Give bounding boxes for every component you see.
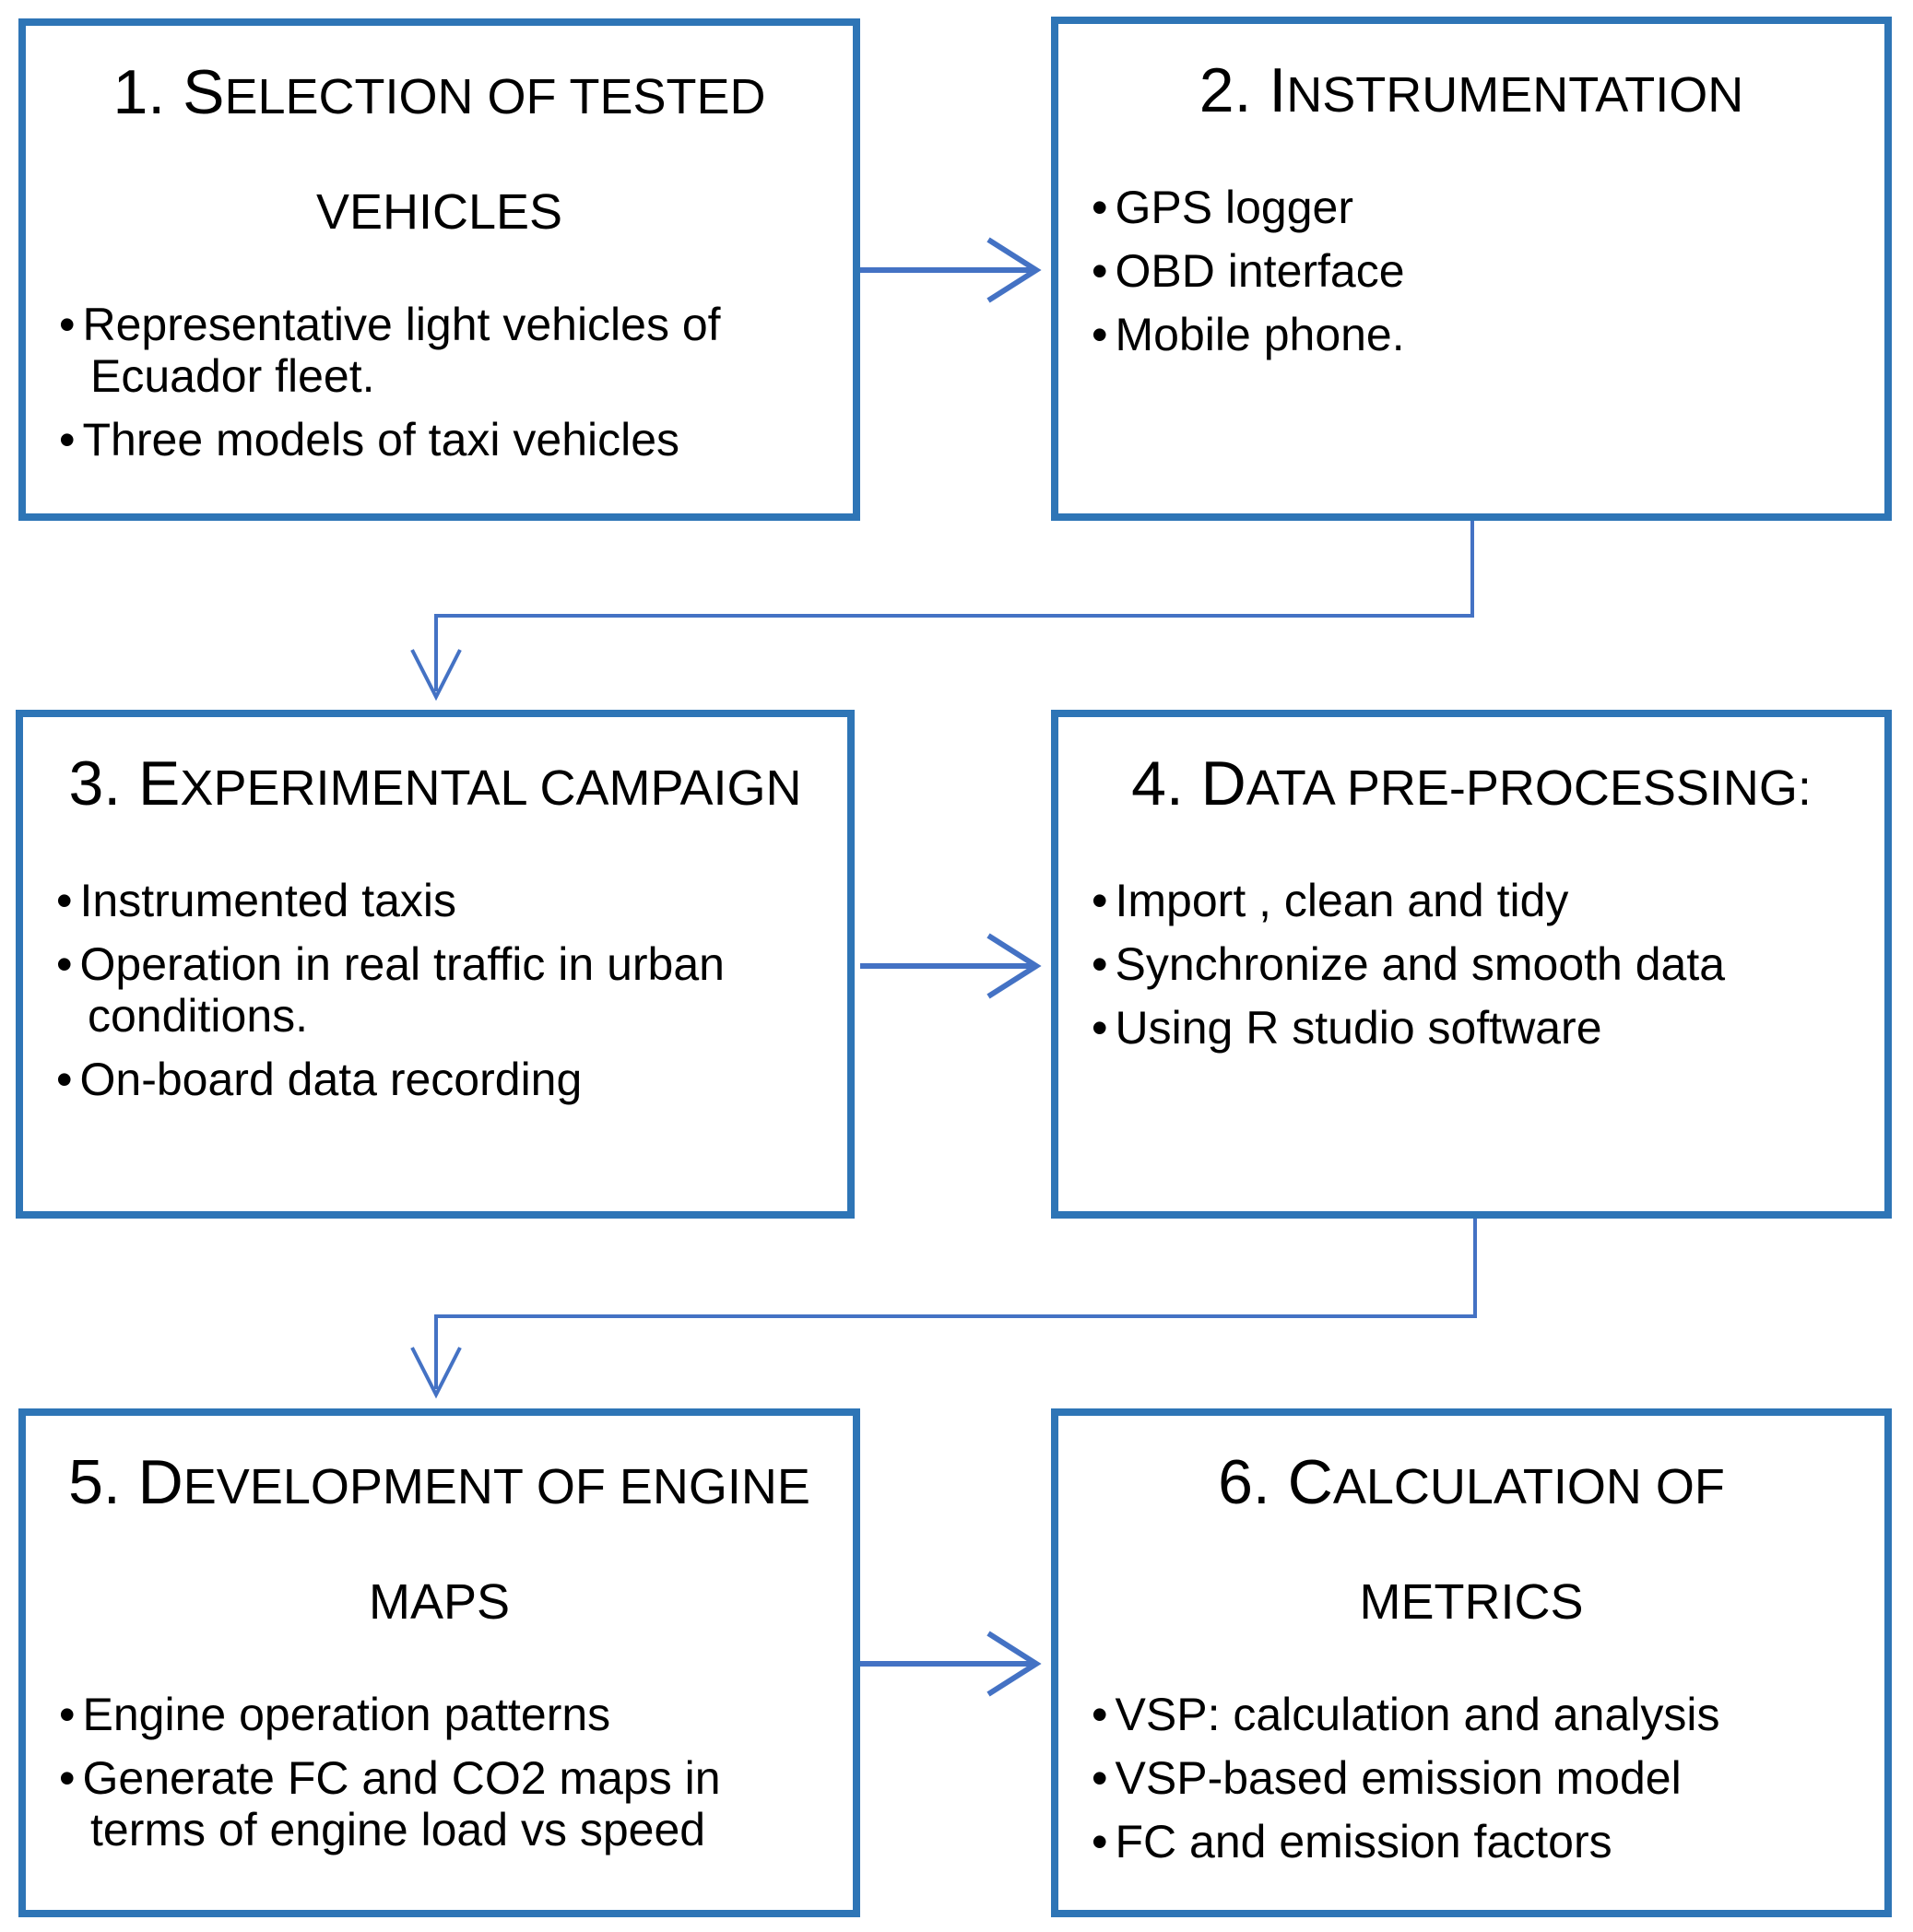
bullet-item: Synchronize and smooth data (1092, 938, 1872, 990)
step-title-line: 6. CALCULATION OF (1068, 1449, 1875, 1533)
bullet-item: Three models of taxi vehicles (59, 414, 840, 465)
title-rest: ALCULATION OF (1332, 1459, 1725, 1514)
bullet-item: OBD interface (1092, 245, 1872, 297)
arrow-right-icon (986, 237, 1042, 303)
elbow-connector (434, 518, 1474, 691)
arrow-right-icon (986, 1631, 1042, 1697)
step-title: 5. DEVELOPMENT OF ENGINE MAPS (35, 1449, 844, 1648)
step-title-line: 2. INSTRUMENTATION (1068, 57, 1875, 141)
arrow-down-icon (410, 649, 462, 701)
step-title: 3. EXPERIMENTAL CAMPAIGN (32, 750, 838, 834)
step-title-line: METRICS (1068, 1564, 1875, 1648)
bullet-item: FC and emission factors (1092, 1816, 1872, 1867)
title-lead: 3. E (68, 748, 181, 819)
bullet-item: On-board data recording (56, 1054, 834, 1105)
step-title-line: 4. DATA PRE-PROCESSING: (1068, 750, 1875, 834)
bullet-item: Representative light vehicles of Ecuador… (59, 299, 840, 402)
title-rest: ATA PRE-PROCESSING: (1246, 760, 1812, 816)
step-4-box-data-pre-processing: 4. DATA PRE-PROCESSING: Import , clean a… (1051, 710, 1892, 1219)
step-title-line: VEHICLES (35, 174, 844, 258)
arrow-down-icon (410, 1347, 462, 1399)
title-lead: 5. D (68, 1447, 183, 1517)
bullet-list: Import , clean and tidy Synchronize and … (1058, 875, 1884, 1054)
bullet-item: Engine operation patterns (59, 1689, 840, 1740)
title-rest: NSTRUMENTATION (1286, 67, 1744, 123)
step-5-box-development-of-engine-maps: 5. DEVELOPMENT OF ENGINE MAPS Engine ope… (18, 1408, 860, 1917)
bullet-list: Engine operation patterns Generate FC an… (26, 1689, 853, 1855)
title-rest: MAPS (368, 1574, 511, 1630)
bullet-item: VSP: calculation and analysis (1092, 1689, 1872, 1740)
bullet-list: VSP: calculation and analysis VSP-based … (1058, 1689, 1884, 1867)
title-rest: XPERIMENTAL CAMPAIGN (180, 760, 802, 816)
step-title: 4. DATA PRE-PROCESSING: (1068, 750, 1875, 834)
bullet-item: Import , clean and tidy (1092, 875, 1872, 926)
step-title: 1. SELECTION OF TESTED VEHICLES (35, 59, 844, 258)
title-rest: METRICS (1359, 1574, 1584, 1630)
step-title: 2. INSTRUMENTATION (1068, 57, 1875, 141)
bullet-item: Generate FC and CO2 maps in terms of eng… (59, 1752, 840, 1855)
bullet-item: Using R studio software (1092, 1002, 1872, 1054)
bullet-item: GPS logger (1092, 182, 1872, 233)
title-rest: VEHICLES (315, 184, 563, 240)
step-title-line: 5. DEVELOPMENT OF ENGINE (35, 1449, 844, 1533)
title-rest: EVELOPMENT OF ENGINE (183, 1459, 810, 1514)
step-title-line: 3. EXPERIMENTAL CAMPAIGN (32, 750, 838, 834)
bullet-list: Instrumented taxis Operation in real tra… (23, 875, 847, 1105)
title-lead: 1. S (112, 57, 225, 127)
bullet-item: VSP-based emission model (1092, 1752, 1872, 1804)
title-rest: ELECTION OF TESTED (224, 69, 766, 124)
step-title-line: MAPS (35, 1564, 844, 1648)
title-lead: 2. I (1199, 55, 1287, 125)
step-3-box-experimental-campaign: 3. EXPERIMENTAL CAMPAIGN Instrumented ta… (16, 710, 855, 1219)
bullet-item: Operation in real traffic in urban condi… (56, 938, 834, 1042)
step-1-box-selection-of-tested-vehicles: 1. SELECTION OF TESTED VEHICLES Represen… (18, 18, 860, 521)
bullet-item: Mobile phone. (1092, 309, 1872, 360)
step-title-line: 1. SELECTION OF TESTED (35, 59, 844, 143)
step-2-box-instrumentation: 2. INSTRUMENTATION GPS logger OBD interf… (1051, 17, 1892, 521)
bullet-item: Instrumented taxis (56, 875, 834, 926)
arrow-right-icon (986, 933, 1042, 999)
title-lead: 4. D (1131, 748, 1246, 819)
bullet-list: Representative light vehicles of Ecuador… (26, 299, 853, 465)
title-lead: 6. C (1218, 1447, 1333, 1517)
step-6-box-calculation-of-metrics: 6. CALCULATION OF METRICS VSP: calculati… (1051, 1408, 1892, 1917)
bullet-list: GPS logger OBD interface Mobile phone. (1058, 182, 1884, 360)
elbow-connector (434, 1215, 1477, 1389)
step-title: 6. CALCULATION OF METRICS (1068, 1449, 1875, 1648)
